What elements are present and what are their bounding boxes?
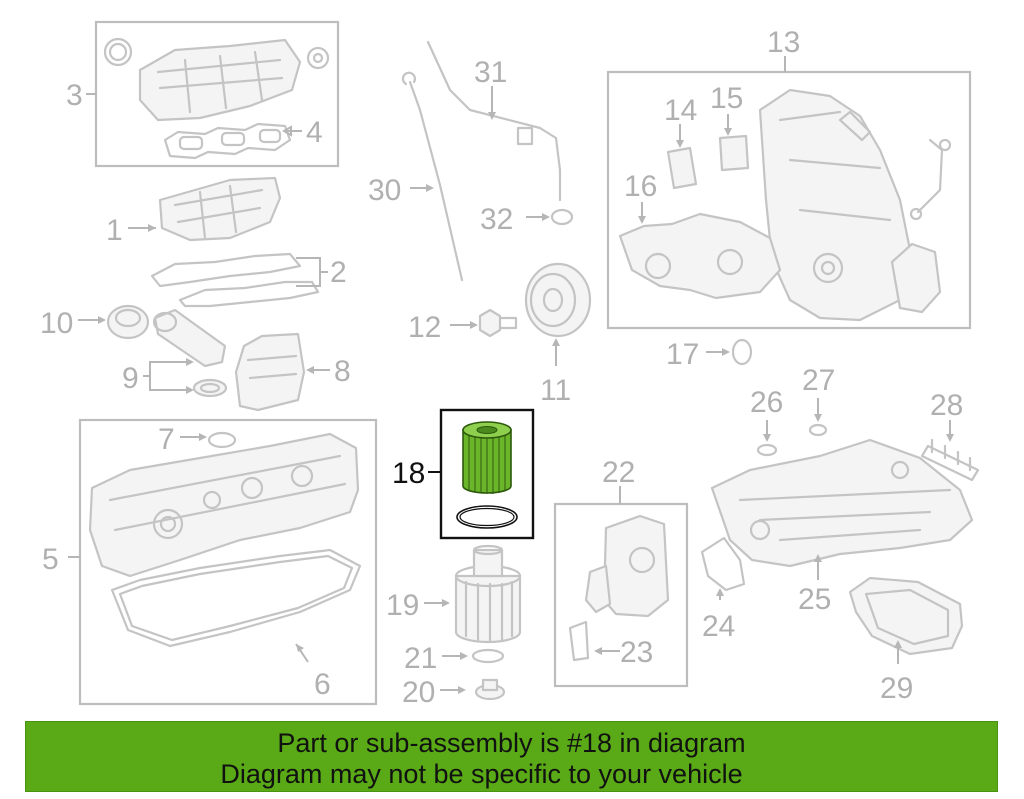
box-valve-cover: [78, 418, 378, 706]
part-label-16[interactable]: 16: [624, 170, 657, 203]
part-label-11[interactable]: 11: [540, 374, 571, 407]
banner-line-1: Part or sub-assembly is #18 in diagram: [277, 728, 746, 758]
oil-pan-upper-drawing: [710, 438, 974, 568]
housing-gasket-drawing: [700, 536, 746, 592]
part-label-22[interactable]: 22: [602, 456, 635, 489]
part-label-27[interactable]: 27: [802, 364, 835, 397]
dipstick-drawing: [401, 40, 574, 282]
intake-manifold-drawing: [103, 37, 330, 160]
timing-cover-drawing: [618, 88, 952, 322]
part-label-5[interactable]: 5: [42, 543, 59, 576]
part-label-18[interactable]: 18: [392, 457, 425, 490]
part-label-28[interactable]: 28: [930, 389, 963, 422]
part-label-23[interactable]: 23: [620, 636, 653, 669]
filter-o-ring-drawing: [471, 648, 505, 664]
filler-cap-drawing: [106, 304, 150, 340]
part-label-3[interactable]: 3: [66, 79, 83, 112]
valve-cover-drawing: [88, 431, 362, 648]
drain-plug-drawing: [474, 678, 506, 701]
bolt-drawing: [478, 308, 518, 338]
intake-plenum-drawing: [158, 176, 282, 242]
oil-filter-element-drawing[interactable]: [456, 421, 518, 529]
oil-pipe-drawing: [152, 308, 228, 398]
baffle-drawing: [920, 438, 980, 482]
seal-27-drawing: [808, 423, 828, 437]
part-label-21[interactable]: 21: [404, 642, 437, 675]
part-label-15[interactable]: 15: [710, 82, 743, 115]
gasket-set-drawing: [150, 252, 320, 308]
highlight-box-18: [439, 408, 535, 540]
part-label-24[interactable]: 24: [702, 610, 735, 643]
oil-seal-drawing: [731, 338, 753, 366]
part-label-10[interactable]: 10: [40, 307, 73, 340]
part-label-31[interactable]: 31: [474, 56, 507, 89]
part-label-7[interactable]: 7: [158, 423, 175, 456]
filter-housing-drawing: [568, 514, 670, 662]
part-label-20[interactable]: 20: [402, 676, 435, 709]
part-label-30[interactable]: 30: [368, 174, 401, 207]
part-label-8[interactable]: 8: [334, 355, 351, 388]
part-label-4[interactable]: 4: [306, 116, 323, 149]
part-label-6[interactable]: 6: [314, 668, 331, 701]
part-label-12[interactable]: 12: [408, 311, 441, 344]
banner-line-2: Diagram may not be specific to your vehi…: [220, 759, 743, 789]
part-label-29[interactable]: 29: [880, 672, 913, 705]
cover-drawing: [234, 332, 306, 412]
seal-26-drawing: [756, 443, 778, 457]
oil-pan-lower-drawing: [848, 576, 964, 656]
part-label-14[interactable]: 14: [664, 94, 697, 127]
part-label-9[interactable]: 9: [122, 362, 139, 395]
part-label-32[interactable]: 32: [480, 203, 513, 236]
filter-cap-drawing: [454, 544, 522, 644]
part-label-1[interactable]: 1: [106, 214, 123, 247]
crank-pulley-drawing: [524, 262, 592, 338]
info-banner: Part or sub-assembly is #18 in diagram D…: [25, 721, 998, 792]
part-label-2[interactable]: 2: [330, 256, 347, 289]
part-label-19[interactable]: 19: [386, 589, 419, 622]
part-label-26[interactable]: 26: [750, 386, 783, 419]
box-timing-cover: [606, 70, 972, 330]
part-label-25[interactable]: 25: [798, 583, 831, 616]
part-label-13[interactable]: 13: [767, 26, 800, 59]
part-label-17[interactable]: 17: [666, 338, 699, 371]
